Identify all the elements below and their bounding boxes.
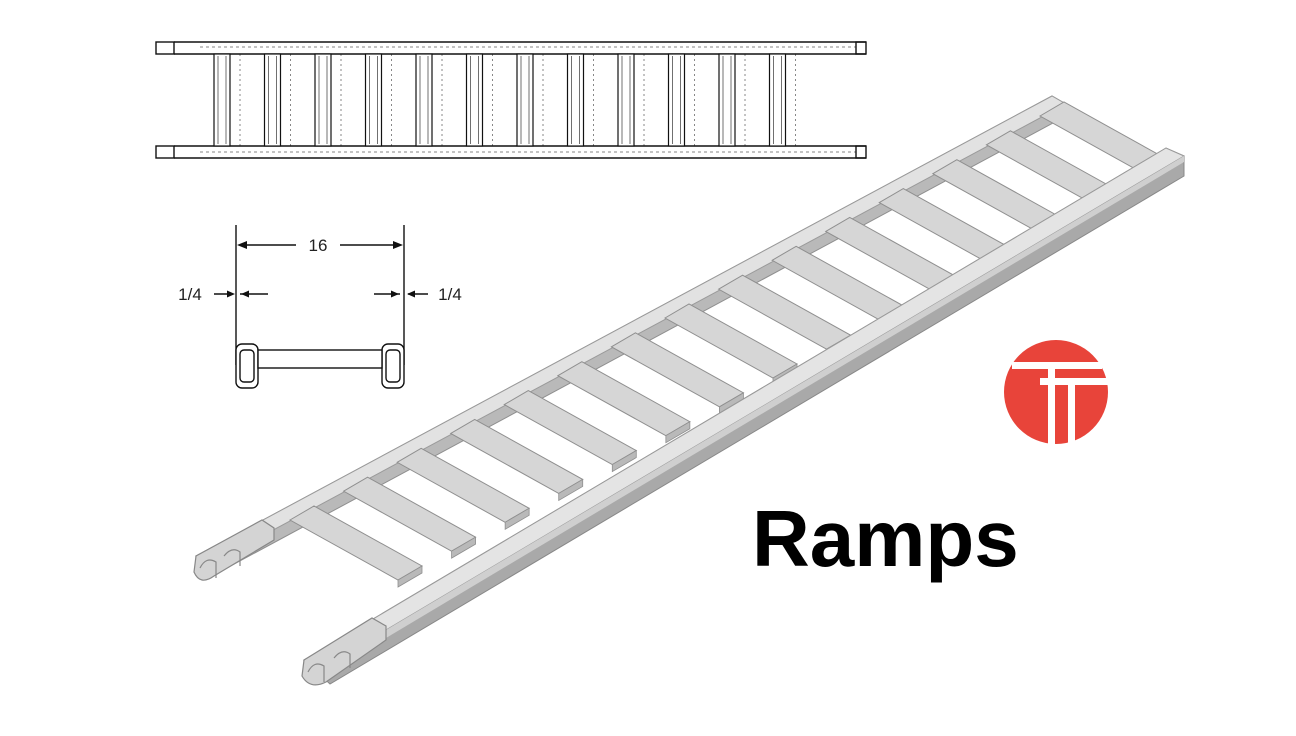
ramps-title: Ramps [752, 494, 1019, 583]
width-label: 16 [309, 236, 328, 255]
ramp-rung [556, 361, 691, 444]
front-rail-hook [301, 617, 387, 686]
plan-rung [617, 53, 645, 147]
plan-view-drawing [155, 41, 867, 159]
plan-rung [768, 53, 796, 147]
ramp-rung [610, 332, 745, 415]
ramp-rung [449, 418, 584, 502]
ramp-rung [503, 389, 638, 473]
plan-rung [566, 53, 594, 147]
left-gap-dimension [214, 290, 268, 298]
right-gap-dimension [374, 290, 428, 298]
plan-rung [415, 53, 443, 147]
front-rail [302, 147, 1186, 685]
plan-bottom-rail [155, 145, 867, 159]
ramp-rung [342, 476, 477, 559]
plan-rung [667, 53, 695, 147]
plan-rung [314, 53, 342, 147]
right-gap-label: 1/4 [438, 285, 462, 304]
plan-rung [263, 53, 291, 147]
ramp-3d-illustration [193, 95, 1186, 686]
back-rail-hook [193, 519, 275, 581]
ramp-rung [396, 447, 531, 530]
left-gap-label: 1/4 [178, 285, 202, 304]
ramp-rung [288, 505, 424, 588]
plan-rung [516, 53, 544, 147]
width-dimension [237, 241, 403, 249]
section-drawing [214, 225, 428, 389]
plan-rung [364, 53, 392, 147]
plan-rungs [213, 53, 796, 147]
section-profile [235, 343, 405, 389]
plan-rung [213, 53, 241, 147]
plan-rung [465, 53, 493, 147]
ramp-rungs [288, 101, 1174, 588]
plan-rung [718, 53, 746, 147]
tt-logo-icon [1004, 340, 1110, 446]
plan-top-rail [155, 41, 867, 55]
